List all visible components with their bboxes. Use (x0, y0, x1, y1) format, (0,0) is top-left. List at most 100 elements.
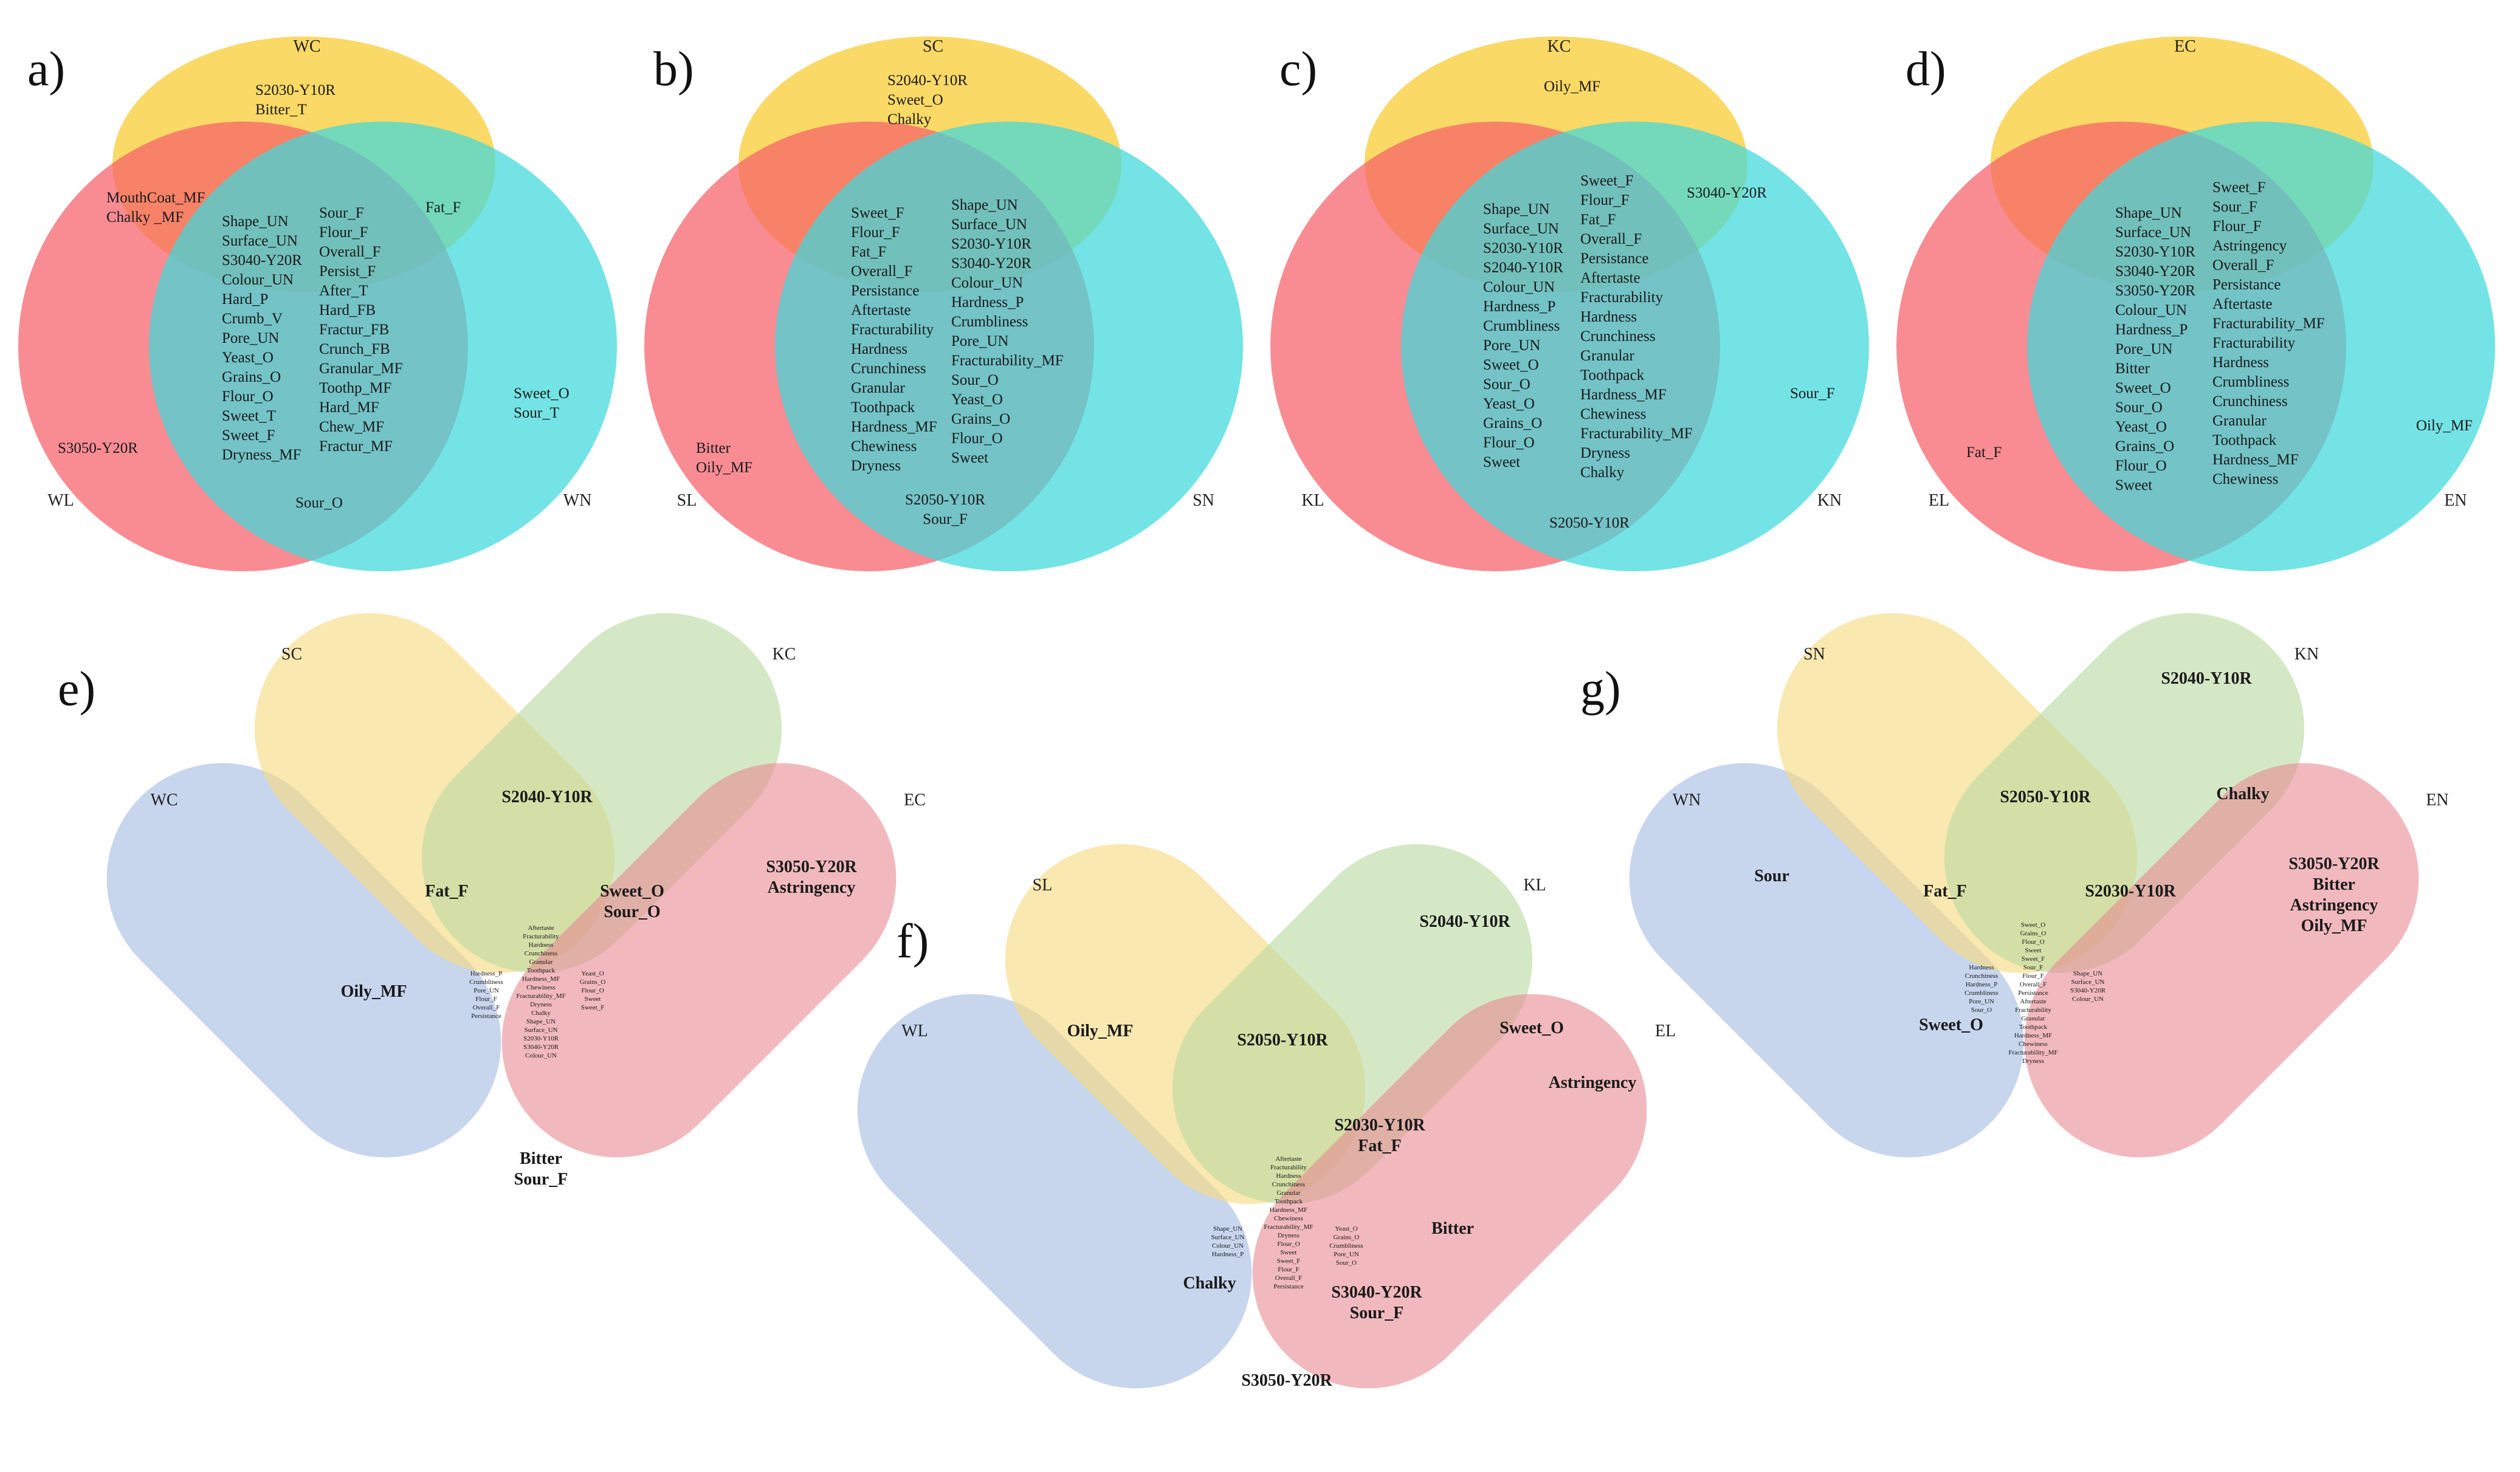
region-center-a-text: Shape_UN (1483, 201, 1550, 218)
region-center-text: Sweet_F (2022, 955, 2045, 963)
region-center-b-text: Hardness_MF (2212, 452, 2299, 468)
set-label-right: WN (563, 491, 592, 510)
region-center-a-text: Aftertaste (851, 302, 911, 318)
region-center-b-text: Crumbliness (951, 314, 1028, 330)
region-center-left-text: Pore_UN (1969, 998, 1994, 1005)
region-b-c-d-text: Sweet_O (600, 882, 664, 901)
region-center-b-text: Sour_O (951, 372, 999, 388)
region-center-a-text: Hard_P (222, 291, 268, 308)
region-center-b-text: Sour_F (2212, 199, 2257, 215)
region-top-left-text: MouthCoat_MF (106, 190, 205, 206)
region-center-text: Persistance (2018, 989, 2048, 997)
region-center-a-text: Sweet (2115, 477, 2152, 494)
region-center-b-text: Crunchiness (2212, 393, 2288, 410)
region-center-b-text: Aftertaste (2212, 296, 2273, 312)
region-center-b-text: Persistance (2212, 277, 2281, 293)
region-center-b-text: Grains_O (951, 411, 1010, 427)
region-a-c-text: Oily_MF (341, 982, 407, 1001)
region-center-text: Toothpack (1275, 1198, 1303, 1205)
region-right-only-text: Sour_F (1790, 385, 1835, 402)
region-center-text: Granular (2021, 1015, 2045, 1022)
region-center-a-text: Persistance (851, 283, 919, 299)
set-d-shape (2024, 763, 2419, 1158)
region-left-only-text: Bitter (696, 440, 731, 456)
region-center-b-text: Fracturability (2212, 335, 2296, 351)
region-center-a-text: Colour_UN (1483, 279, 1555, 295)
region-center-b-text: Chewiness (1580, 406, 1646, 422)
region-center-right-text: Grains_O (580, 978, 606, 986)
region-center-text: Sweet (2025, 947, 2042, 954)
region-center-text: Overall_F (2020, 981, 2047, 988)
region-center-a-text: Flour_O (1483, 435, 1535, 451)
region-center-right-text: Yeast_O (1335, 1225, 1357, 1233)
region-center-b-text: Hardness_MF (1580, 387, 1667, 403)
region-center-b-text: Overall_F (2212, 257, 2274, 273)
region-center-b-text: Fracturability (1580, 289, 1664, 306)
set-right-ellipse (2027, 122, 2495, 571)
region-center-left-text: Hardness (1969, 964, 1994, 971)
region-center-a-text: Bitter (2115, 360, 2150, 377)
set-label-top: EC (2174, 37, 2196, 56)
region-d-only-text: Astringency (2290, 896, 2378, 915)
region-center-a-text: Sweet_O (2115, 380, 2171, 396)
region-b-c-text: S2050-Y10R (2000, 788, 2091, 807)
region-center-a-text: Pore_UN (2115, 341, 2172, 357)
region-a-c-d-text: S3040-Y20R (1331, 1283, 1422, 1302)
region-center-a-text: Toothpack (851, 399, 915, 416)
region-center-text: Fracturability_MF (1264, 1223, 1313, 1231)
region-center-b-text: Yeast_O (951, 391, 1003, 408)
region-center-text: Dryness (1278, 1232, 1300, 1239)
region-center-b-text: Crumbliness (2212, 374, 2289, 390)
region-center-text: Dryness (530, 1001, 552, 1008)
region-center-a-text: Colour_UN (2115, 302, 2187, 318)
set-label-left: SL (677, 491, 697, 510)
region-center-a-text: Yeast_O (222, 349, 274, 366)
region-center-a-text: Colour_UN (222, 272, 294, 288)
region-center-left-text: Overall_F (473, 1004, 500, 1011)
region-top-only-text: Chalky (887, 111, 932, 128)
region-center-b-text: Flour_F (319, 224, 368, 241)
region-c-d-text: Chalky (2216, 785, 2269, 803)
region-center-left-text: Crumbliness (469, 978, 503, 986)
region-c-only-text: S2040-Y10R (2161, 669, 2252, 688)
region-center-text: Colour_UN (525, 1052, 557, 1059)
set-label-c: KN (2295, 645, 2319, 664)
region-center-b-text: Fat_F (1580, 212, 1616, 228)
region-center-text: Persistance (1273, 1283, 1304, 1290)
region-center-a-text: Pore_UN (1483, 337, 1540, 354)
region-center-b-text: S2030-Y10R (951, 236, 1031, 252)
region-left-only-text: S3050-Y20R (58, 440, 138, 456)
region-center-text: Fracturability_MF (2008, 1049, 2057, 1056)
region-center-text: Shape_UN (526, 1018, 556, 1025)
set-label-c: KL (1523, 876, 1546, 895)
region-center-left-text: Flour_F (475, 996, 497, 1003)
region-center-b-text: Flour_F (2212, 218, 2262, 235)
region-center-b-text: Hard_MF (319, 399, 379, 416)
set-a-shape (1629, 763, 2024, 1158)
region-center-b-text: Toothpack (2212, 432, 2277, 449)
region-center-a-text: Grains_O (222, 369, 281, 385)
region-center-a-text: Sweet (1483, 454, 1520, 470)
region-center-right-text: Pore_UN (1334, 1251, 1359, 1258)
region-center-text: Flour_O (2022, 938, 2044, 946)
region-a-d-text: Sour_F (514, 1170, 568, 1189)
region-center-b-text: Toothp_MF (319, 380, 391, 396)
region-center-b-text: Shape_UN (951, 197, 1018, 213)
region-a-b-text: Fat_F (425, 882, 469, 901)
region-center-a-text: Chewiness (851, 438, 917, 455)
region-center-right-text: Grains_O (1334, 1234, 1360, 1241)
region-center-a-text: Dryness (851, 458, 901, 474)
region-a-c-text: Sweet_O (1919, 1016, 1983, 1034)
region-center-left-text: Hardness_P (470, 970, 503, 977)
region-center-text: Dryness (2022, 1058, 2044, 1065)
region-center-b-text: Chewiness (2212, 471, 2278, 487)
set-label-b: SL (1033, 876, 1053, 895)
region-center-a-text: Grains_O (1483, 415, 1542, 432)
region-center-b-text: Flour_O (951, 430, 1003, 447)
set-label-c: KC (773, 645, 796, 664)
region-center-a-text: Grains_O (2115, 438, 2174, 455)
region-a-c-text: Chalky (1183, 1274, 1236, 1293)
region-top-right-text: Fat_F (425, 199, 461, 216)
